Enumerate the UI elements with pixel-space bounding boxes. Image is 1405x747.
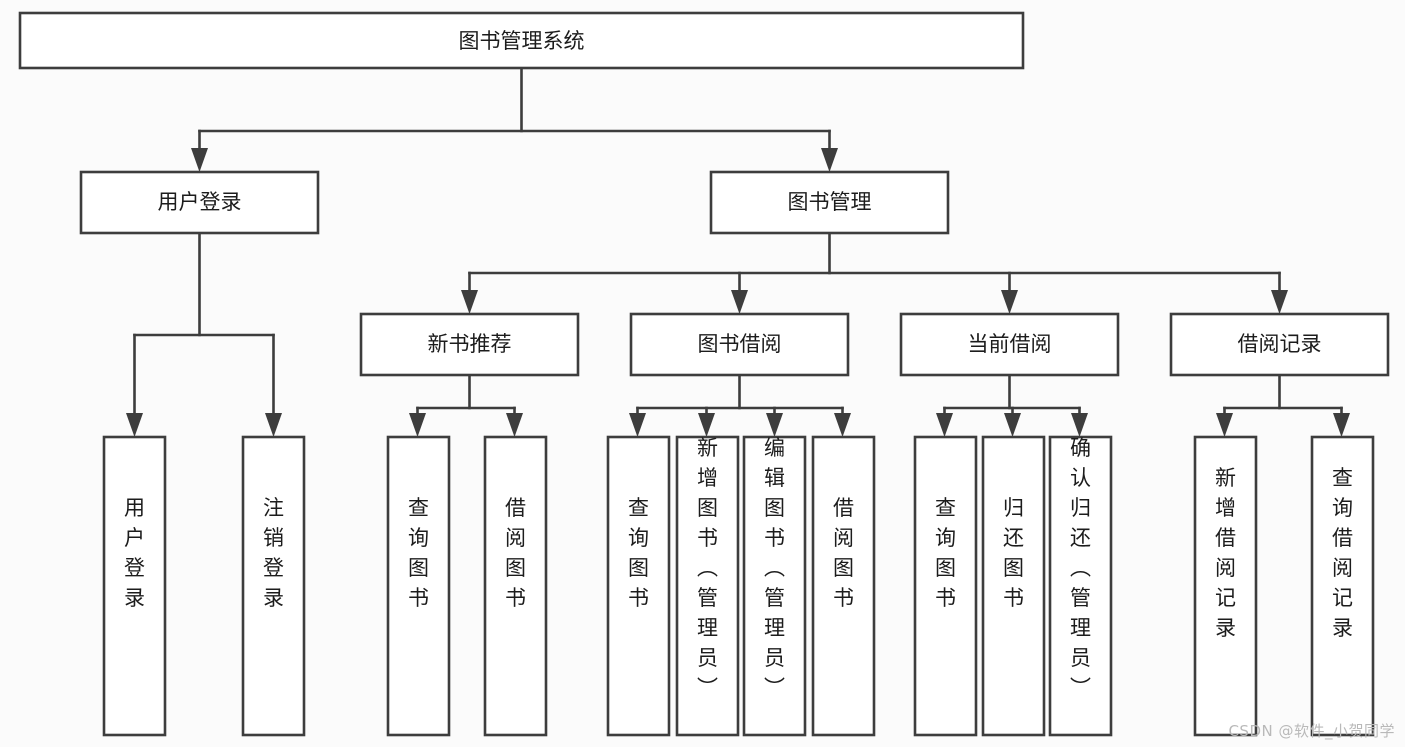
node-leaf-borrow-edit-box [742,435,807,737]
node-book-borrow-box [629,312,850,377]
node-leaf-rec-borrow-box [483,435,548,737]
node-leaf-rec-add[interactable]: 新增借阅记录 [1193,435,1258,737]
node-book-manage-box [709,170,950,235]
node-borrow-record[interactable]: 借阅记录 [1169,312,1390,377]
arrowhead-user-login [191,148,208,172]
node-current-borrow[interactable]: 当前借阅 [899,312,1120,377]
arrowhead-leaf-cur-return [1004,413,1021,437]
node-leaf-borrow-edit[interactable]: 编辑图书︵管理员︶ [742,435,807,737]
node-book-borrow[interactable]: 图书借阅 [629,312,850,377]
arrowhead-current-borrow [1001,290,1018,314]
node-leaf-cur-query[interactable]: 查询图书 [913,435,978,737]
node-leaf-user-login[interactable]: 用户登录 [102,435,167,737]
node-leaf-cur-confirm-label: 确认归还︵管理员︶ [1070,436,1091,700]
node-leaf-rec-add-label: 新增借阅记录 [1215,466,1236,640]
arrowhead-leaf-borrow-add [698,413,715,437]
node-root-box [18,11,1025,70]
node-current-borrow-box [899,312,1120,377]
arrowhead-leaf-rec-borrow [506,413,523,437]
node-leaf-user-logout[interactable]: 注销登录 [241,435,306,737]
node-leaf-borrow-add-box [675,435,740,737]
node-book-borrow-label: 图书借阅 [698,332,782,356]
node-user-login-box [79,170,320,235]
node-leaf-user-login-label: 用户登录 [124,496,145,610]
node-leaf-rec-query-box [386,435,451,737]
arrowhead-leaf-rec-search [1333,413,1350,437]
node-leaf-rec-query[interactable]: 查询图书 [386,435,451,737]
node-leaf-rec-borrow[interactable]: 借阅图书 [483,435,548,737]
node-leaf-rec-search-box [1310,435,1375,737]
arrowhead-leaf-cur-confirm [1071,413,1088,437]
node-book-manage[interactable]: 图书管理 [709,170,950,235]
arrowhead-leaf-borrow-query [629,413,646,437]
node-leaf-rec-borrow-label: 借阅图书 [505,496,526,610]
node-leaf-cur-return-box [981,435,1046,737]
arrowhead-book-manage [821,148,838,172]
node-new-book-rec-label: 新书推荐 [428,332,512,356]
arrowhead-leaf-cur-query [936,413,953,437]
arrowhead-leaf-user-login [126,413,143,437]
node-leaf-cur-query-label: 查询图书 [935,496,956,610]
node-new-book-rec-box [359,312,580,377]
node-current-borrow-label: 当前借阅 [968,332,1052,356]
node-book-manage-label: 图书管理 [788,190,872,214]
node-leaf-rec-add-box [1193,435,1258,737]
node-leaf-cur-confirm[interactable]: 确认归还︵管理员︶ [1048,435,1113,737]
node-root[interactable]: 图书管理系统 [18,11,1025,70]
arrowhead-leaf-borrow-lend [834,413,851,437]
node-leaf-rec-search[interactable]: 查询借阅记录 [1310,435,1375,737]
node-leaf-borrow-query-box [606,435,671,737]
node-user-login-label: 用户登录 [158,190,242,214]
arrowhead-leaf-user-logout [265,413,282,437]
node-leaf-borrow-lend-box [811,435,876,737]
node-leaf-borrow-lend-label: 借阅图书 [833,496,854,610]
arrowhead-book-borrow [731,290,748,314]
node-leaf-cur-query-box [913,435,978,737]
node-leaf-cur-return-label: 归还图书 [1003,496,1024,610]
arrowhead-leaf-borrow-edit [766,413,783,437]
arrowhead-borrow-record [1271,290,1288,314]
node-borrow-record-label: 借阅记录 [1238,332,1322,356]
arrowhead-new-book-rec [461,290,478,314]
node-leaf-user-logout-label: 注销登录 [263,496,284,610]
node-leaf-user-login-box [102,435,167,737]
node-leaf-borrow-lend[interactable]: 借阅图书 [811,435,876,737]
arrowhead-leaf-rec-add [1216,413,1233,437]
node-leaf-borrow-add[interactable]: 新增图书︵管理员︶ [675,435,740,737]
node-leaf-borrow-query-label: 查询图书 [628,496,649,610]
connector-layer [126,66,1350,437]
node-leaf-borrow-query[interactable]: 查询图书 [606,435,671,737]
arrowhead-leaf-rec-query [409,413,426,437]
node-leaf-cur-return[interactable]: 归还图书 [981,435,1046,737]
node-borrow-record-box [1169,312,1390,377]
node-leaf-rec-query-label: 查询图书 [408,496,429,610]
node-leaf-borrow-edit-label: 编辑图书︵管理员︶ [764,436,785,700]
node-leaf-cur-confirm-box [1048,435,1113,737]
node-leaf-rec-search-label: 查询借阅记录 [1332,466,1353,640]
node-new-book-rec[interactable]: 新书推荐 [359,312,580,377]
node-user-login[interactable]: 用户登录 [79,170,320,235]
node-leaf-user-logout-box [241,435,306,737]
node-leaf-borrow-add-label: 新增图书︵管理员︶ [697,436,718,700]
node-root-label: 图书管理系统 [459,29,585,53]
